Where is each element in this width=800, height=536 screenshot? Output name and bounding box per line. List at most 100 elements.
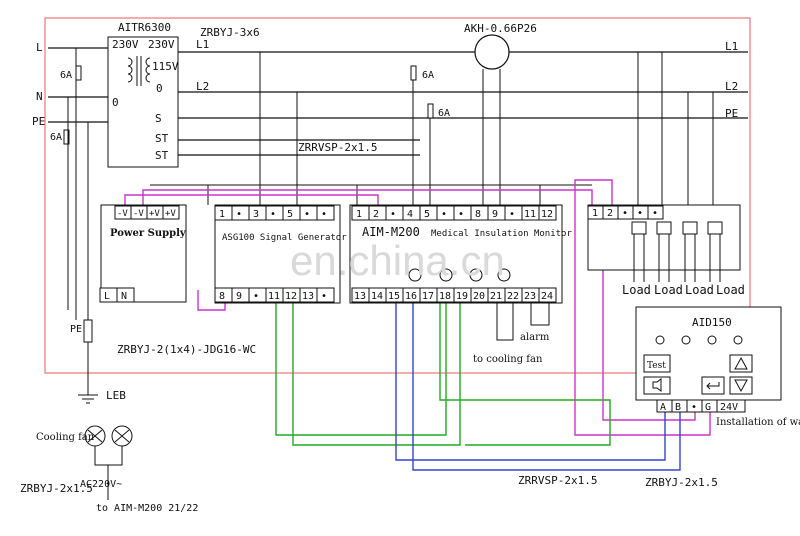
leb-label: LEB [106, 389, 126, 402]
svg-text:20: 20 [473, 291, 485, 302]
triangle-down-icon [734, 379, 748, 393]
svg-text:•: • [652, 208, 658, 219]
asg-top-terminals: 1 • 3 • 5 • • [214, 205, 335, 221]
aid-test-button[interactable] [643, 354, 671, 373]
line-n-left: N [36, 90, 43, 103]
speaker-mute-icon [652, 378, 662, 392]
svg-text:-V: -V [133, 209, 144, 219]
cable-zrbyj-3x6: ZRBYJ-3x6 [200, 26, 260, 39]
svg-text:16: 16 [405, 291, 417, 302]
svg-text:G: G [705, 402, 711, 413]
green-wires [275, 303, 611, 446]
svg-text:2: 2 [373, 209, 379, 220]
svg-text:24: 24 [541, 291, 553, 302]
to-cooling-fan-label: to cooling fan [473, 354, 543, 365]
svg-text:23: 23 [524, 291, 536, 302]
svg-text:14: 14 [371, 291, 383, 302]
svg-text:•: • [509, 209, 515, 220]
svg-text:11: 11 [524, 209, 536, 220]
aid-terminals: A B • G 24V [656, 399, 746, 413]
svg-text:8: 8 [475, 209, 481, 220]
cable-zrbyj-bottom: ZRBYJ-2x1.5 [645, 476, 718, 489]
svg-text:1: 1 [219, 209, 225, 220]
svg-text:-V: -V [117, 209, 128, 219]
triangle-up-icon [734, 356, 748, 370]
asg-title: ASG100 Signal Generator [222, 233, 347, 243]
svg-text:19: 19 [456, 291, 468, 302]
svg-text:•: • [321, 291, 327, 302]
svg-text:12: 12 [285, 291, 297, 302]
svg-text:13: 13 [302, 291, 314, 302]
svg-text:•: • [458, 209, 464, 220]
transformer-v115: 115V [152, 60, 179, 73]
load-leads [633, 234, 721, 282]
main-buses [48, 47, 748, 156]
svg-text:N: N [121, 291, 127, 302]
load-breaker-icons [631, 221, 723, 235]
aim-title: Medical Insulation Monitor [431, 229, 572, 239]
aim-indicator-icons [408, 268, 511, 282]
svg-text:17: 17 [422, 291, 434, 302]
pe-terminal-block [83, 319, 93, 343]
aim-bottom-terminals: 13 14 15 16 17 18 19 20 21 22 23 24 [351, 287, 557, 303]
load-label-1: Load [622, 283, 651, 297]
output-l1-label: L1 [196, 38, 209, 51]
fuse-label-2: 6A [422, 70, 434, 81]
aid-indicator-icons [655, 335, 743, 345]
line-l1-right: L1 [725, 40, 738, 53]
blue-wires [395, 303, 681, 471]
fuse-label-3: 6A [438, 108, 450, 119]
svg-text:21: 21 [490, 291, 502, 302]
cooling-fan-label: Cooling fan [36, 432, 95, 443]
power-supply-top-terminals: -V -V +V +V [114, 205, 180, 220]
fuse-label-4: 6A [50, 132, 62, 143]
svg-text:18: 18 [439, 291, 451, 302]
installation-label: Installation of wall in operating room o… [716, 417, 800, 428]
svg-text:5: 5 [287, 209, 293, 220]
aim-top-terminals: 1 2 • 4 5 • • 8 9 • 11 12 [351, 205, 557, 221]
power-supply-box [100, 204, 187, 303]
power-supply-bottom-terminals: L N [99, 287, 135, 303]
transformer-v0-right: 0 [156, 82, 163, 95]
svg-text:B: B [675, 402, 681, 413]
alarm-leads [496, 303, 550, 341]
enter-arrow-icon [706, 382, 720, 390]
svg-text:A: A [660, 402, 666, 413]
aim-box [349, 204, 563, 304]
svg-text:15: 15 [388, 291, 400, 302]
svg-text:13: 13 [354, 291, 366, 302]
transformer-s: S [155, 112, 162, 125]
transformer-name: AITR6300 [118, 21, 171, 34]
svg-text:4: 4 [407, 209, 413, 220]
enclosure-frame [44, 17, 751, 374]
aid-mute-button[interactable] [643, 376, 671, 395]
aim-model: AIM-M200 [362, 225, 420, 239]
svg-text:22: 22 [507, 291, 519, 302]
cable-zrbyj-fan: ZRBYJ-2x1.5 [20, 482, 93, 495]
power-supply-title: Power Supply [110, 228, 187, 239]
relay-terminals: 1 2 • • • [587, 205, 664, 220]
svg-text:1: 1 [592, 208, 598, 219]
black-drops [67, 48, 714, 395]
ac220-label: AC220V~ [80, 479, 122, 490]
svg-text:•: • [691, 402, 697, 413]
asg-box [214, 204, 341, 304]
svg-text:11: 11 [268, 291, 280, 302]
transformer-vout: 230V [148, 38, 175, 51]
meter-name: AKH-0.66P26 [464, 22, 537, 35]
output-l2-label: L2 [196, 80, 209, 93]
svg-text:2: 2 [607, 208, 613, 219]
svg-text:•: • [304, 209, 310, 220]
transformer-st1: ST [155, 132, 169, 145]
fuse-group [63, 65, 434, 145]
aid-title: AID150 [692, 316, 732, 329]
to-aim-label: to AIM-M200 21/22 [96, 503, 198, 514]
svg-text:8: 8 [219, 291, 225, 302]
pe-terminal-label: PE [70, 324, 82, 335]
earth-icon [78, 394, 98, 404]
watermark: en.china.cn [290, 237, 505, 284]
cooling-fan-icon [84, 425, 133, 500]
line-l2-right: L2 [725, 80, 738, 93]
svg-text:•: • [622, 208, 628, 219]
